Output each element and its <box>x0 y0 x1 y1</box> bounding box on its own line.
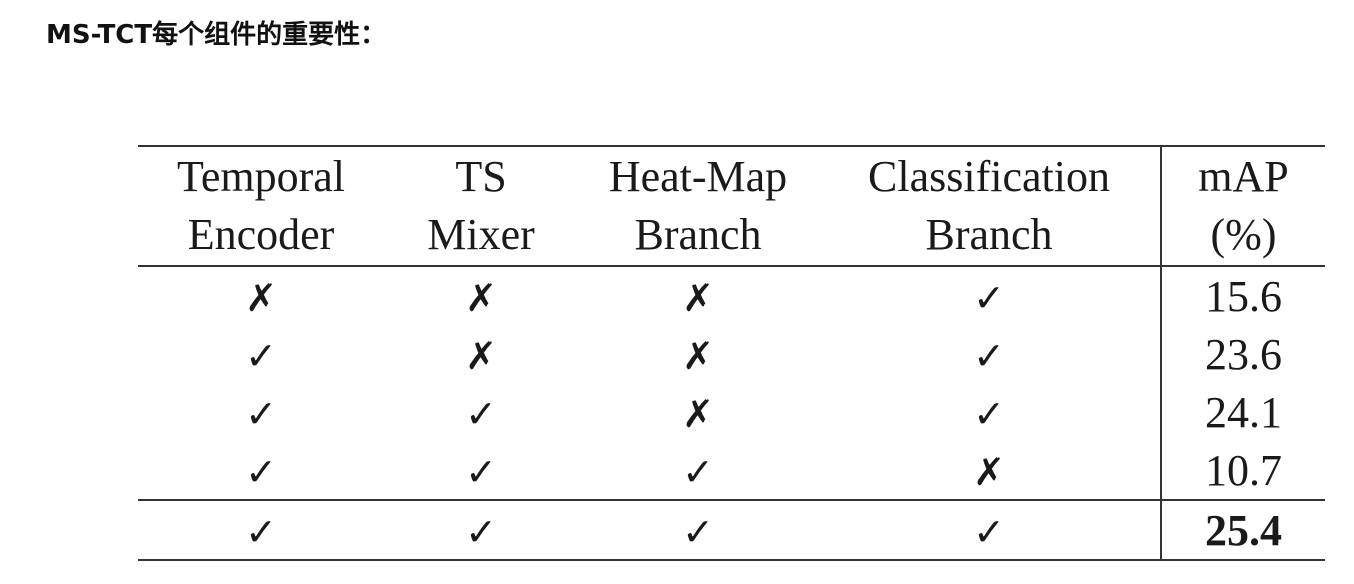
map-value-cell: 23.6 <box>1205 329 1282 379</box>
table-cell: ✓ <box>138 500 384 560</box>
check-mark-icon: ✓ <box>245 391 277 436</box>
table-row: ✓ ✓ ✓ ✗ 10.7 <box>138 441 1325 500</box>
check-mark-icon: ✓ <box>973 275 1005 320</box>
page-heading: MS-TCT每个组件的重要性： <box>46 20 387 50</box>
cross-mark-icon: ✗ <box>682 275 714 320</box>
ablation-table: Temporal Encoder TS Mixer Heat-Map Branc… <box>138 145 1325 561</box>
header-line: Heat-Map <box>608 152 788 201</box>
table-row: ✓ ✗ ✗ ✓ 23.6 <box>138 325 1325 383</box>
table-cell: ✗ <box>138 266 384 325</box>
map-value-cell: 15.6 <box>1205 271 1282 321</box>
header-classification-branch: Classification Branch <box>818 146 1162 266</box>
header-line: (%) <box>1210 210 1277 259</box>
check-mark-icon: ✓ <box>465 449 497 494</box>
table-cell: ✓ <box>578 500 818 560</box>
cross-mark-icon: ✗ <box>682 333 714 378</box>
table-cell: ✗ <box>578 325 818 383</box>
check-mark-icon: ✓ <box>682 509 714 554</box>
ablation-table-container: Temporal Encoder TS Mixer Heat-Map Branc… <box>138 145 1325 561</box>
check-mark-icon: ✓ <box>973 509 1005 554</box>
table-cell: ✗ <box>818 441 1162 500</box>
table-cell: ✗ <box>578 266 818 325</box>
map-value-cell: 10.7 <box>1205 445 1282 495</box>
check-mark-icon: ✓ <box>245 449 277 494</box>
table-cell: ✗ <box>384 266 578 325</box>
table-cell: ✓ <box>384 500 578 560</box>
check-mark-icon: ✓ <box>245 509 277 554</box>
cross-mark-icon: ✗ <box>465 333 497 378</box>
header-line: Classification <box>868 152 1110 201</box>
table-cell: ✓ <box>138 383 384 441</box>
header-line: Temporal <box>177 152 345 201</box>
header-line: Branch <box>634 210 762 259</box>
header-heat-map-branch: Heat-Map Branch <box>578 146 818 266</box>
map-value-cell: 24.1 <box>1205 387 1282 437</box>
header-line: TS <box>455 152 507 201</box>
header-line: Encoder <box>187 210 335 259</box>
check-mark-icon: ✓ <box>682 449 714 494</box>
cross-mark-icon: ✗ <box>682 391 714 436</box>
check-mark-icon: ✓ <box>245 333 277 378</box>
check-mark-icon: ✓ <box>465 391 497 436</box>
header-ts-mixer: TS Mixer <box>384 146 578 266</box>
check-mark-icon: ✓ <box>465 509 497 554</box>
cross-mark-icon: ✗ <box>465 275 497 320</box>
table-cell: ✗ <box>384 325 578 383</box>
header-line: Mixer <box>427 210 535 259</box>
table-cell: ✓ <box>818 500 1162 560</box>
check-mark-icon: ✓ <box>973 391 1005 436</box>
map-value-cell-best: 25.4 <box>1205 505 1282 555</box>
header-line: mAP <box>1198 152 1289 201</box>
table-cell: ✓ <box>384 441 578 500</box>
header-line: Branch <box>925 210 1053 259</box>
table-row-full-model: ✓ ✓ ✓ ✓ 25.4 <box>138 500 1325 560</box>
table-row: ✗ ✗ ✗ ✓ 15.6 <box>138 266 1325 325</box>
table-cell: ✓ <box>818 266 1162 325</box>
cross-mark-icon: ✗ <box>245 275 277 320</box>
table-cell: ✓ <box>818 383 1162 441</box>
header-temporal-encoder: Temporal Encoder <box>138 146 384 266</box>
table-cell: ✓ <box>578 441 818 500</box>
table-cell: ✓ <box>384 383 578 441</box>
table-cell: ✓ <box>138 325 384 383</box>
header-map: mAP (%) <box>1161 146 1325 266</box>
table-row: ✓ ✓ ✗ ✓ 24.1 <box>138 383 1325 441</box>
check-mark-icon: ✓ <box>973 333 1005 378</box>
table-cell: ✓ <box>138 441 384 500</box>
table-cell: ✗ <box>578 383 818 441</box>
table-header-row: Temporal Encoder TS Mixer Heat-Map Branc… <box>138 146 1325 266</box>
cross-mark-icon: ✗ <box>973 449 1005 494</box>
table-cell: ✓ <box>818 325 1162 383</box>
